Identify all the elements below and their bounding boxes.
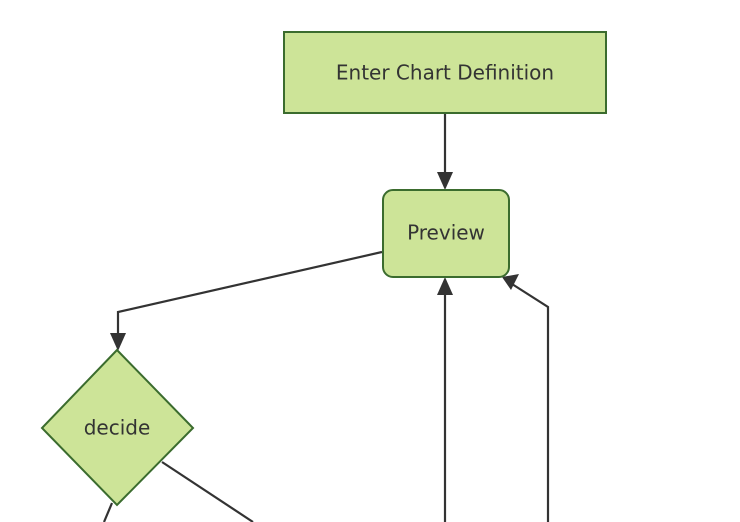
- edge-preview-to-decide-line: [116, 250, 383, 341]
- node-decide-label: decide: [84, 416, 151, 440]
- edge-enter-to-preview-arrowhead: [437, 172, 453, 190]
- node-preview-label: Preview: [407, 221, 485, 245]
- edge-preview-to-decide: [110, 250, 383, 351]
- node-enter-chart-definition[interactable]: Enter Chart Definition: [283, 31, 607, 114]
- edge-enter-to-preview: [437, 114, 453, 190]
- node-preview-shape[interactable]: [382, 189, 510, 278]
- node-decide-shape[interactable]: [40, 348, 195, 507]
- edge-bottom-right-to-preview: [502, 274, 550, 522]
- edge-decide-branch-right: [161, 461, 254, 522]
- edge-decide-branch-left: [102, 502, 114, 522]
- edge-bottom-right-to-preview-arrowhead: [502, 274, 519, 290]
- node-decide[interactable]: decide: [40, 348, 195, 507]
- node-enter-chart-definition-label: Enter Chart Definition: [336, 61, 554, 85]
- node-enter-chart-definition-shape[interactable]: [283, 31, 607, 114]
- edge-decide-branch-left-line: [102, 502, 114, 522]
- node-preview[interactable]: Preview: [382, 189, 510, 278]
- edge-preview-to-decide-arrowhead: [110, 333, 126, 351]
- edge-decide-branch-right-line: [161, 461, 254, 522]
- edge-bottom-center-to-preview: [437, 277, 453, 522]
- edge-bottom-right-to-preview-line: [511, 283, 550, 522]
- edge-bottom-center-to-preview-arrowhead: [437, 277, 453, 295]
